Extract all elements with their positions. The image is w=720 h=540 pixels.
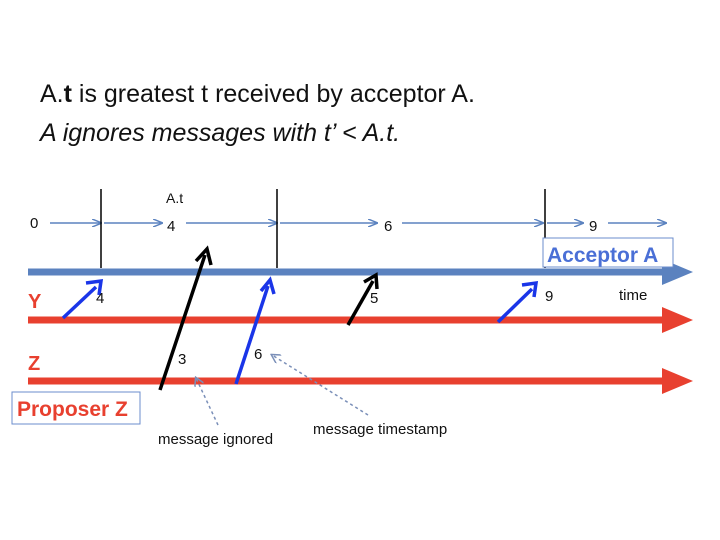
message-arrow-blue (61, 278, 104, 320)
message-arrow-black (346, 272, 379, 326)
proposer-z-timeline (28, 368, 693, 394)
title-line-1: A.t is greatest t received by acceptor A… (40, 80, 475, 108)
at-value: 0 (30, 215, 38, 232)
annotation-arrows (196, 355, 369, 426)
timestamp-annotation: message timestamp (313, 421, 447, 438)
title-line-2: A ignores messages with t’ < A.t. (40, 119, 401, 147)
proposer-y-timeline (28, 307, 693, 333)
messages (61, 245, 539, 391)
ignored-annotation: message ignored (158, 431, 273, 448)
at-value: 4 (167, 218, 175, 235)
message-arrow-blue (234, 276, 276, 385)
timestamp-pointer (272, 355, 369, 416)
message-number: 3 (178, 351, 186, 368)
proposer-y-label: Y (28, 291, 42, 313)
ignored-pointer (196, 378, 219, 426)
message-number: 6 (254, 346, 262, 363)
message-number: 4 (96, 290, 104, 307)
acceptor-label-box (542, 237, 674, 268)
message-arrow-black-ignored (158, 245, 213, 391)
message-number: 9 (545, 288, 553, 305)
time-label: time (619, 287, 647, 304)
at-label: A.t (166, 190, 183, 206)
message-number: 5 (370, 290, 378, 307)
proposer-z-label: Z (28, 353, 40, 375)
proposer-label-box (11, 391, 141, 425)
proposer-label: Proposer Z (17, 398, 128, 421)
message-arrow-blue (496, 280, 539, 324)
at-value: 9 (589, 218, 597, 235)
at-value: 6 (384, 218, 392, 235)
acceptor-label: Acceptor A (547, 244, 658, 267)
